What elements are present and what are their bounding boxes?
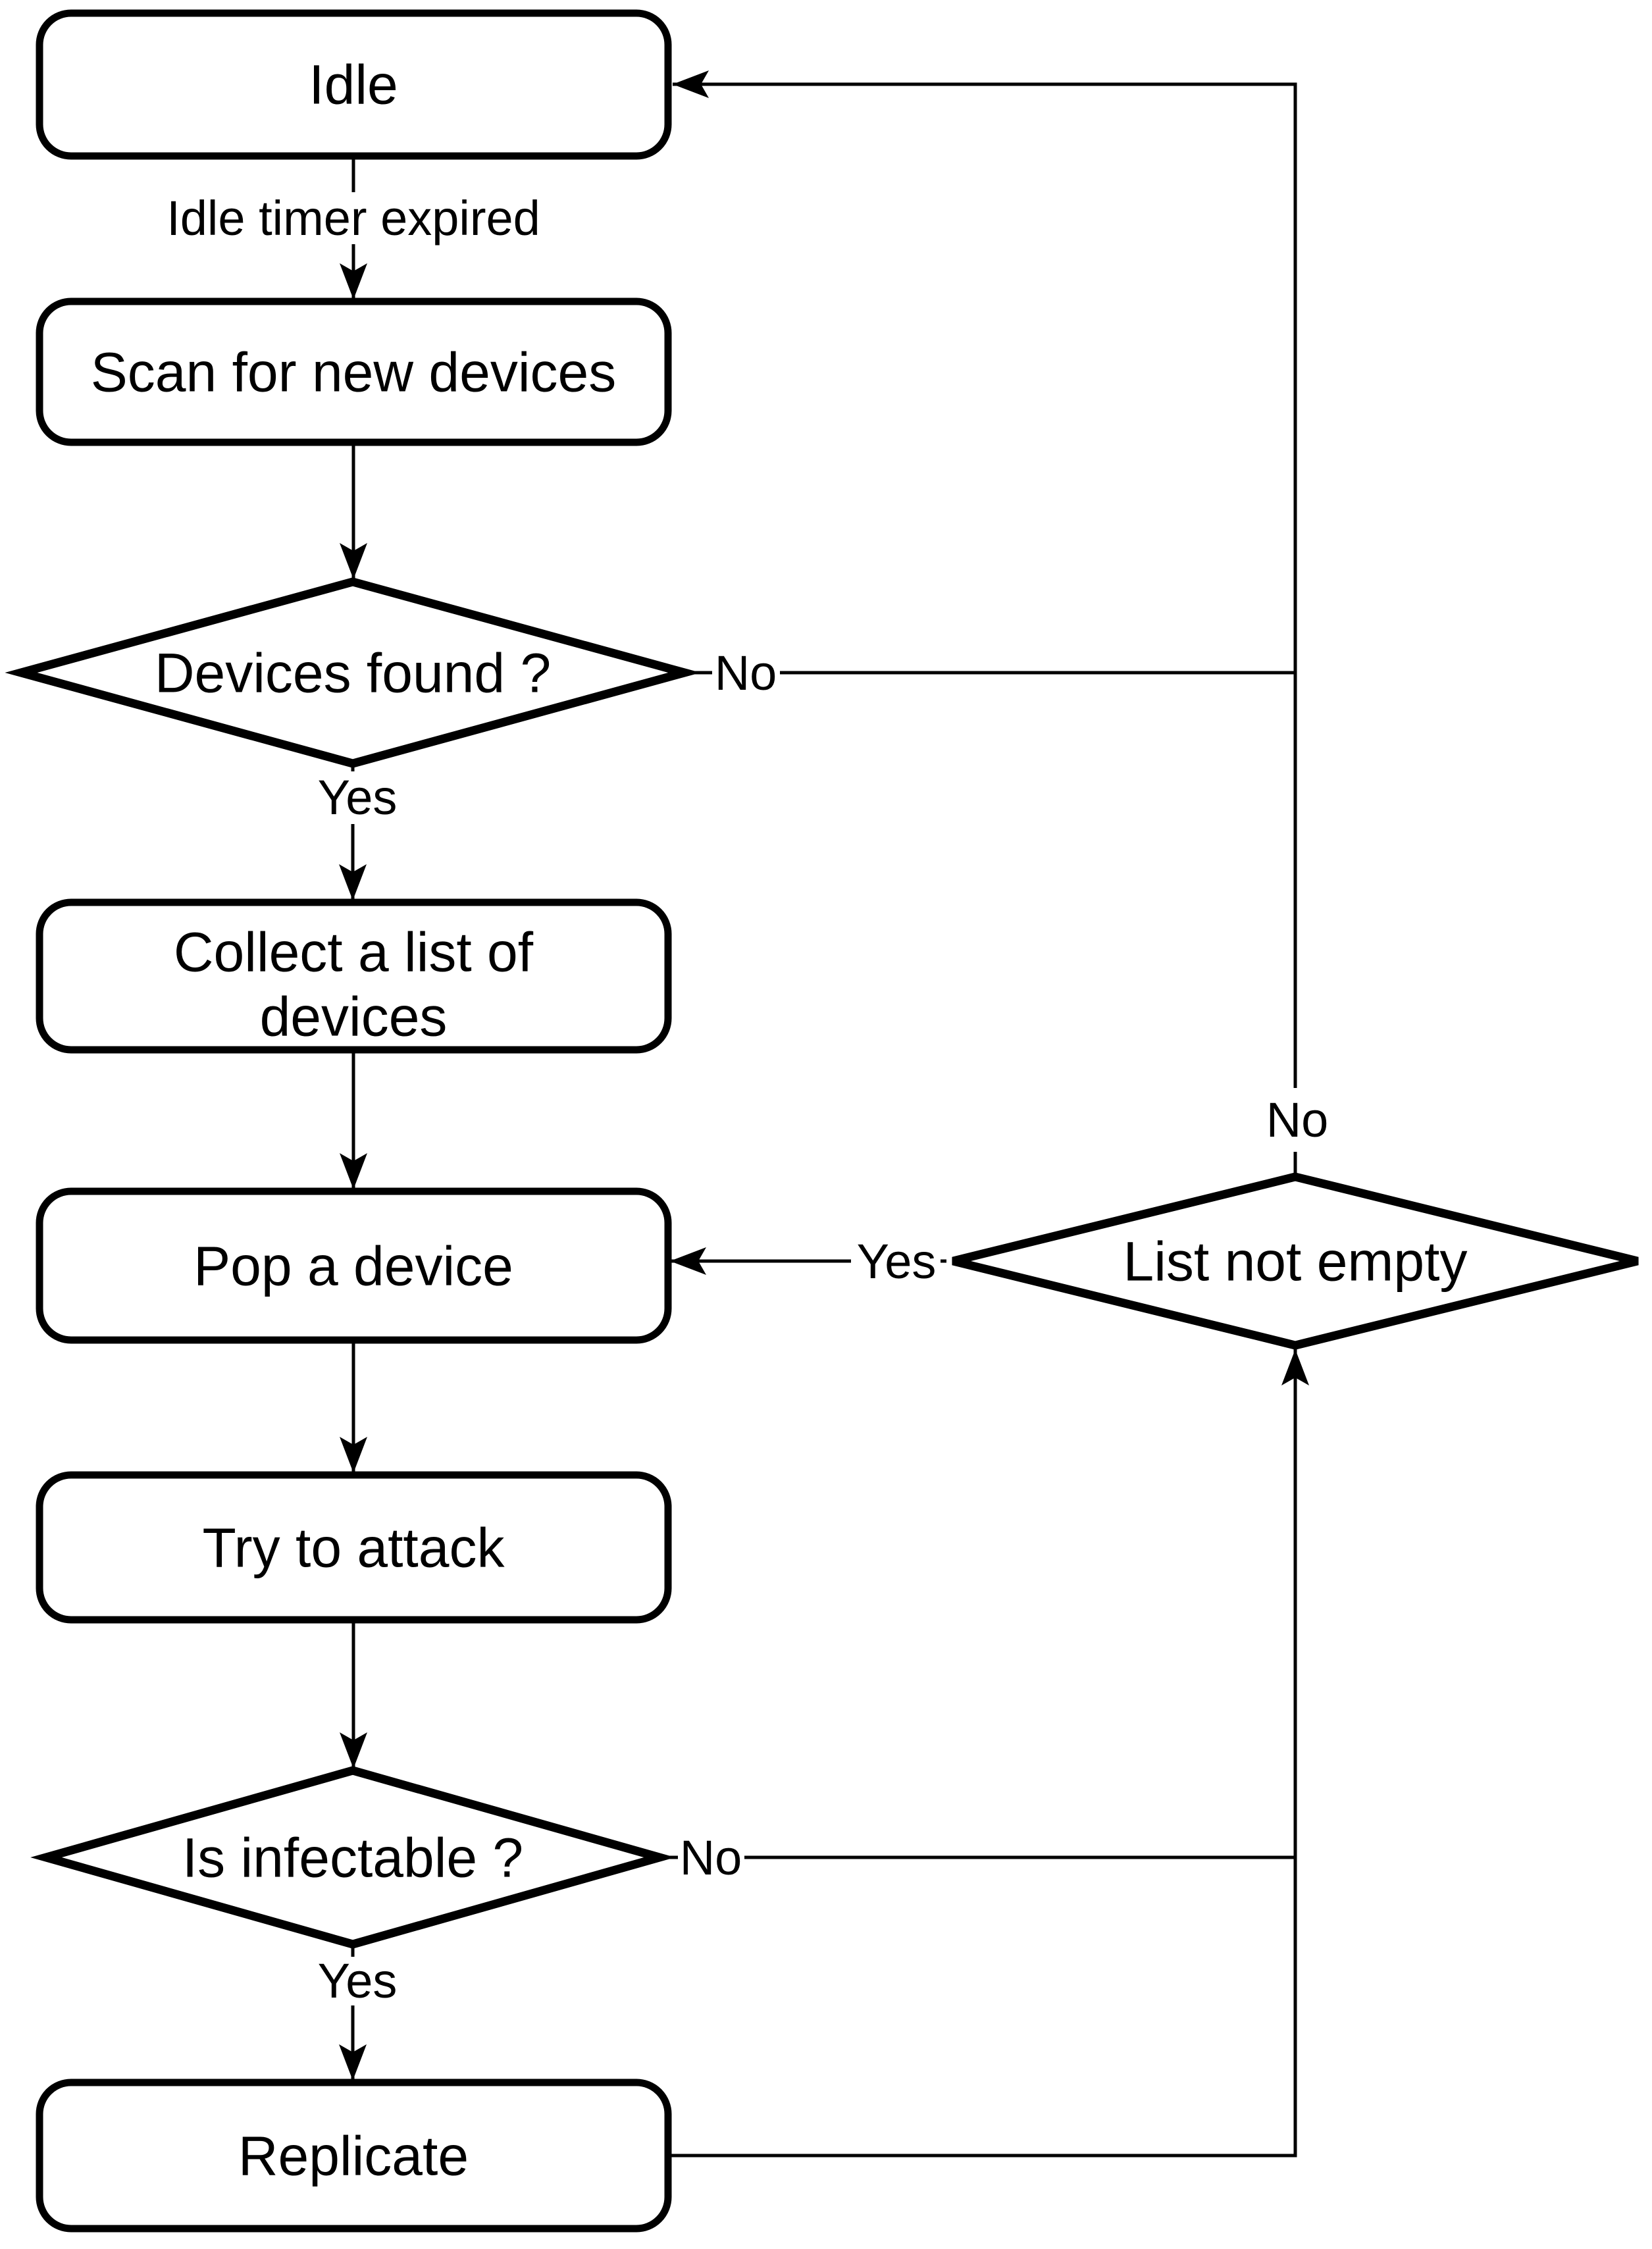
- node-pop: Pop a device: [36, 1187, 672, 1344]
- node-list-not-empty: List not empty: [952, 1172, 1639, 1350]
- is-infectable-decision-diamond: [30, 1766, 675, 1949]
- node-replicate: Replicate: [36, 2079, 672, 2233]
- edge-replicate-to-list-not-empty: [668, 1349, 1309, 2158]
- node-is-infectable: Is infectable ?: [30, 1766, 675, 1949]
- collect-label-line1: Collect a list of: [174, 921, 534, 983]
- collect-process-box: [36, 898, 672, 1054]
- node-collect: Collect a list of devices: [36, 898, 672, 1054]
- nodes: Idle Scan for new devices Devices found …: [5, 9, 1639, 2233]
- replicate-process-box: [36, 2079, 672, 2233]
- edge-label-list-not-empty-yes: Yes: [857, 1234, 937, 1289]
- list-not-empty-label: List not empty: [1123, 1230, 1468, 1292]
- scan-process-box: [36, 297, 672, 446]
- devices-found-label: Devices found ?: [155, 642, 551, 704]
- node-devices-found: Devices found ?: [5, 577, 701, 768]
- edge-label-idle-timer-expired: Idle timer expired: [167, 191, 540, 246]
- edge-label-devices-found-yes: Yes: [318, 770, 398, 825]
- edge-labels: Idle timer expired No Yes No Yes No Yes: [167, 191, 1328, 2008]
- list-not-empty-decision-diamond: [952, 1172, 1639, 1350]
- node-idle: Idle: [36, 9, 672, 160]
- edge-label-devices-found-no: No: [715, 646, 777, 700]
- pop-process-box: [36, 1187, 672, 1344]
- pop-label: Pop a device: [194, 1235, 513, 1297]
- edge-label-list-not-empty-no: No: [1266, 1093, 1329, 1147]
- edge-label-is-infectable-no: No: [680, 1830, 742, 1885]
- idle-process-box: [36, 9, 672, 160]
- edge-label-is-infectable-yes: Yes: [318, 1953, 398, 2008]
- try-attack-label: Try to attack: [202, 1516, 505, 1578]
- idle-label: Idle: [309, 53, 398, 115]
- is-infectable-label: Is infectable ?: [182, 1826, 523, 1888]
- collect-label-line2: devices: [260, 985, 448, 1047]
- scan-label: Scan for new devices: [91, 341, 616, 403]
- node-scan: Scan for new devices: [36, 297, 672, 446]
- replicate-label: Replicate: [238, 2125, 469, 2186]
- edge-return-to-idle: [673, 70, 1297, 1088]
- try-attack-process-box: [36, 1471, 672, 1624]
- devices-found-decision-diamond: [5, 577, 701, 768]
- node-try-attack: Try to attack: [36, 1471, 672, 1624]
